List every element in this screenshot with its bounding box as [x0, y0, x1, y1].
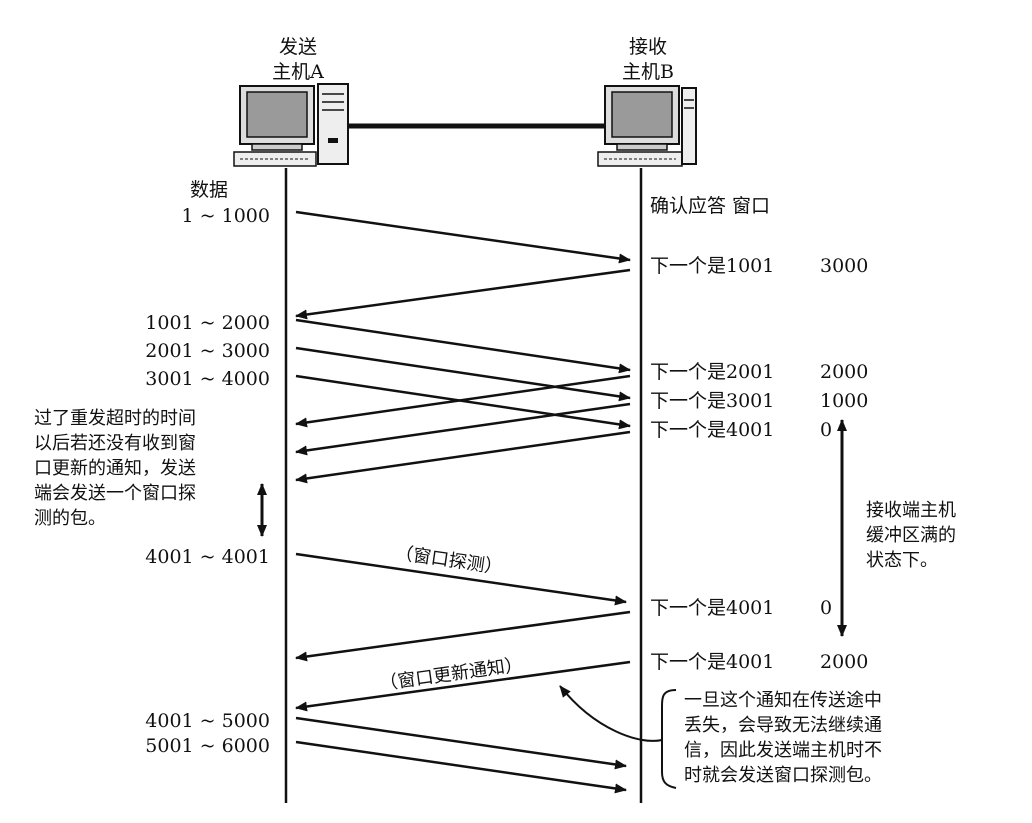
receiver-host-line2: 主机B [622, 61, 674, 83]
ack-label-6: 下一个是4001 [650, 651, 774, 673]
ack-label-4: 下一个是4001 [650, 419, 774, 441]
lost-note-bracket [661, 689, 677, 789]
sender-host-line2: 主机A [272, 61, 324, 83]
arrow-ack-4001-zero [295, 430, 631, 484]
timeout-note: 过了重发超时的时间 以后若还没有收到窗 口更新的通知，发送 端会发送一个窗口探 … [34, 406, 196, 531]
lost-note-line: 信，因此发送端主机时不 [684, 740, 882, 761]
arrow-ack-1001 [295, 268, 631, 320]
lost-note-pointer-arrow [559, 685, 663, 742]
segment-label-3: 2001 ~ 3000 [145, 340, 270, 362]
ack-window-header: 确认应答 窗口 [650, 195, 770, 217]
timeout-note-line: 端会发送一个窗口探 [34, 483, 196, 504]
buffer-full-note-line: 接收端主机 [866, 500, 956, 521]
data-header: 数据 [190, 179, 228, 201]
ack-window-5: 0 [820, 597, 832, 619]
computer-icon-host-b [597, 85, 697, 167]
window-probe-label: （窗口探测） [394, 542, 504, 578]
timeout-note-line: 口更新的通知，发送 [34, 458, 196, 479]
sender-host-line1: 发送 [279, 36, 317, 58]
buffer-full-note-line: 缓冲区满的 [866, 525, 956, 546]
buffer-full-note-line: 状态下。 [866, 550, 938, 571]
arrow-data-4001-5000 [295, 716, 627, 770]
timeout-note-line: 测的包。 [34, 508, 106, 529]
window-update-label: （窗口更新通知） [378, 654, 524, 695]
arrow-window-update [295, 660, 631, 712]
segment-label-5: 4001 ~ 4001 [145, 546, 270, 568]
segment-label-7: 5001 ~ 6000 [145, 735, 270, 757]
segment-label-6: 4001 ~ 5000 [145, 710, 270, 732]
segment-label-4: 3001 ~ 4000 [145, 368, 270, 390]
lost-notification-note: 一旦这个通知在传送途中 丢失，会导致无法继续通 信，因此发送端主机时不 时就会发… [684, 688, 882, 788]
buffer-full-note: 接收端主机 缓冲区满的 状态下。 [866, 498, 956, 573]
lost-note-line: 丢失，会导致无法继续通 [684, 715, 882, 736]
timeout-note-line: 以后若还没有收到窗 [34, 433, 196, 454]
ack-window-6: 2000 [820, 651, 868, 673]
timeout-note-line: 过了重发超时的时间 [34, 408, 196, 429]
lost-note-line: 一旦这个通知在传送途中 [684, 690, 882, 711]
arrow-data-2001-3000 [295, 346, 631, 402]
ack-window-3: 1000 [820, 390, 868, 412]
ack-label-2: 下一个是2001 [650, 361, 774, 383]
ack-label-1: 下一个是1001 [650, 255, 774, 277]
ack-window-4: 0 [820, 419, 832, 441]
receiver-host-line1: 接收 [629, 36, 667, 58]
arrow-ack-4001-probe-reply [295, 610, 631, 662]
ack-window-2: 2000 [820, 361, 868, 383]
ack-label-3: 下一个是3001 [650, 390, 774, 412]
computer-icon-host-a [233, 83, 349, 167]
arrow-ack-3001 [295, 402, 631, 456]
arrow-data-1001-2000 [295, 318, 631, 374]
segment-label-1: 1 ~ 1000 [182, 205, 270, 227]
arrow-ack-2001 [295, 374, 631, 428]
ack-window-1: 3000 [820, 255, 868, 277]
ack-label-5: 下一个是4001 [650, 597, 774, 619]
segment-label-2: 1001 ~ 2000 [145, 312, 270, 334]
arrow-data-5001-6000 [295, 740, 627, 794]
arrow-window-probe [295, 552, 627, 606]
lost-note-line: 时就会发送窗口探测包。 [684, 765, 882, 786]
arrow-data-1-1000 [295, 210, 631, 264]
